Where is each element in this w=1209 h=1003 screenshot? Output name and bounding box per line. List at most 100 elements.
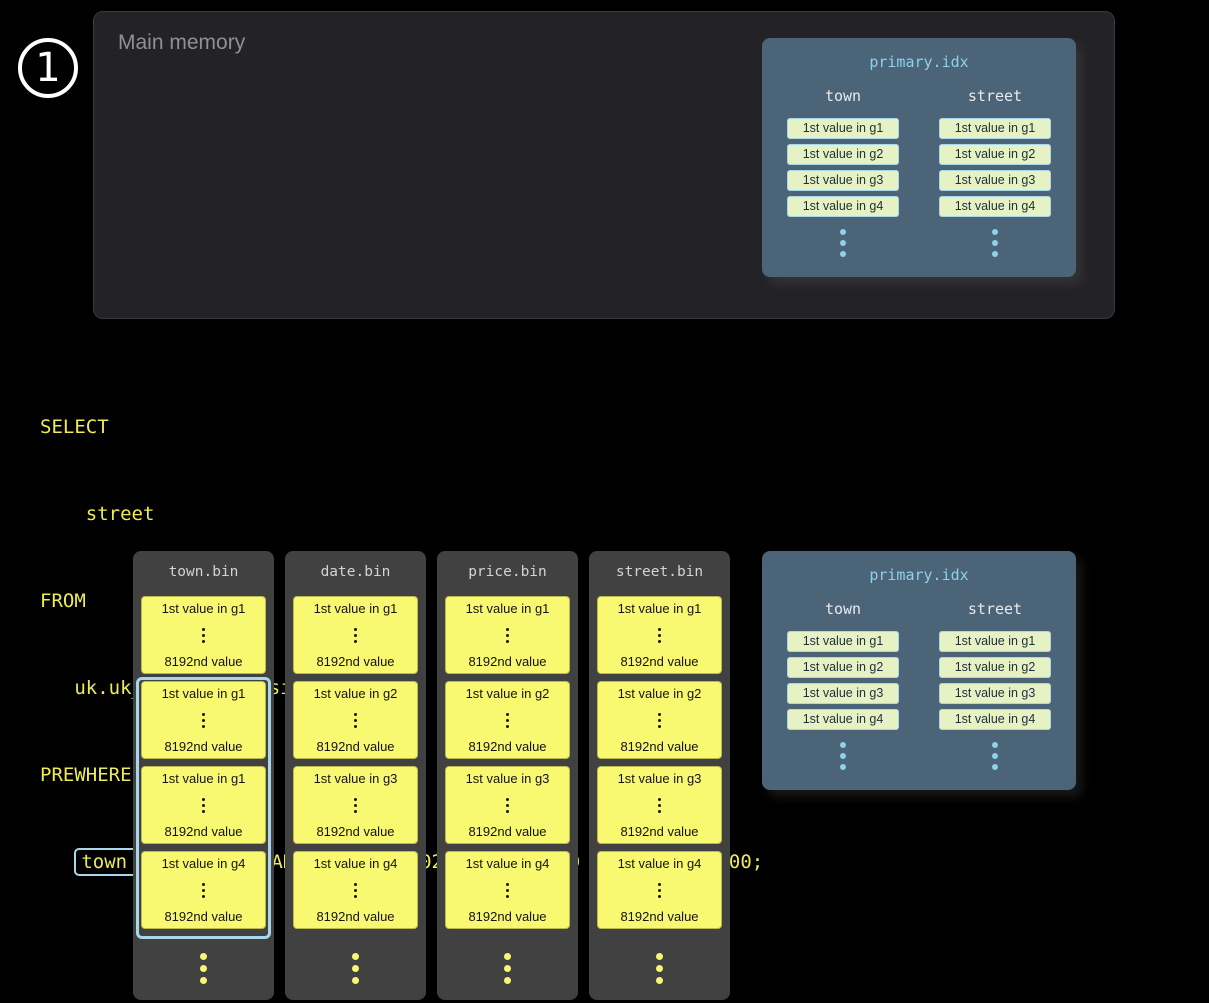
granule-first-value: 1st value in g3 [617, 771, 702, 786]
bin-file-price: price.bin 1st value in g1 8192nd value 1… [437, 551, 578, 1000]
granule-first-value: 1st value in g1 [161, 771, 246, 786]
granule-block: 1st value in g4 8192nd value [141, 851, 266, 929]
granule-block: 1st value in g1 8192nd value [141, 766, 266, 844]
column-name: town [824, 87, 862, 105]
index-entry: 1st value in g1 [787, 631, 899, 652]
primary-idx-title: primary.idx [869, 53, 969, 71]
granule-first-value: 1st value in g1 [617, 601, 702, 616]
granule-last-value: 8192nd value [468, 909, 547, 924]
step-number: 1 [35, 45, 61, 91]
granule-block: 1st value in g2 8192nd value [597, 681, 722, 759]
primary-idx-columns: town 1st value in g1 1st value in g2 1st… [787, 600, 1051, 770]
index-entry: 1st value in g2 [787, 144, 899, 165]
granule-block: 1st value in g2 8192nd value [445, 681, 570, 759]
ellipsis-dots [354, 712, 357, 728]
primary-idx-town-column: town 1st value in g1 1st value in g2 1st… [787, 600, 899, 770]
granule-last-value: 8192nd value [316, 909, 395, 924]
primary-idx-card-bottom: primary.idx town 1st value in g1 1st val… [762, 551, 1076, 790]
index-entry: 1st value in g3 [787, 683, 899, 704]
step-number-badge: 1 [18, 38, 78, 98]
granule-list: 1st value in g1 8192nd value 1st value i… [293, 596, 418, 936]
column-name: town [824, 600, 862, 618]
granule-first-value: 1st value in g3 [313, 771, 398, 786]
granule-list: 1st value in g1 8192nd value 1st value i… [141, 596, 266, 936]
primary-idx-street-column: street 1st value in g1 1st value in g2 1… [939, 600, 1051, 770]
granule-block: 1st value in g1 8192nd value [293, 596, 418, 674]
granule-first-value: 1st value in g2 [617, 686, 702, 701]
main-memory-label: Main memory [118, 31, 246, 54]
granule-last-value: 8192nd value [468, 824, 547, 839]
primary-idx-town-column: town 1st value in g1 1st value in g2 1st… [787, 87, 899, 257]
ellipsis-dots [506, 882, 509, 898]
granule-first-value: 1st value in g4 [465, 856, 550, 871]
sql-line-select: SELECT [40, 416, 109, 438]
granule-block: 1st value in g4 8192nd value [597, 851, 722, 929]
granule-first-value: 1st value in g1 [161, 601, 246, 616]
index-entry: 1st value in g1 [939, 631, 1051, 652]
ellipsis-dots [202, 797, 205, 813]
sql-line-prewhere: PREWHERE [40, 764, 132, 786]
granule-block: 1st value in g3 8192nd value [293, 766, 418, 844]
ellipsis-dots [658, 627, 661, 643]
index-entry: 1st value in g2 [939, 657, 1051, 678]
granule-last-value: 8192nd value [620, 909, 699, 924]
index-entry: 1st value in g4 [939, 196, 1051, 217]
granule-block: 1st value in g1 8192nd value [445, 596, 570, 674]
sql-indent [40, 851, 74, 873]
bin-title: date.bin [320, 564, 391, 580]
granule-last-value: 8192nd value [164, 654, 243, 669]
index-entry: 1st value in g4 [939, 709, 1051, 730]
ellipsis-dots [202, 712, 205, 728]
index-entry: 1st value in g2 [939, 144, 1051, 165]
column-name: street [967, 87, 1023, 105]
granule-block: 1st value in g1 8192nd value [597, 596, 722, 674]
granule-first-value: 1st value in g1 [313, 601, 398, 616]
granule-first-value: 1st value in g4 [161, 856, 246, 871]
index-entry: 1st value in g4 [787, 709, 899, 730]
bin-title: price.bin [468, 564, 547, 580]
granule-block: 1st value in g1 8192nd value [141, 596, 266, 674]
bin-file-town: town.bin 1st value in g1 8192nd value 1s… [133, 551, 274, 1000]
ellipsis-dots [787, 742, 899, 770]
granule-first-value: 1st value in g2 [465, 686, 550, 701]
granule-first-value: 1st value in g1 [465, 601, 550, 616]
ellipsis-dots [437, 953, 578, 984]
granule-list: 1st value in g1 8192nd value 1st value i… [597, 596, 722, 936]
granule-first-value: 1st value in g2 [313, 686, 398, 701]
bin-title: town.bin [168, 564, 239, 580]
bin-file-date: date.bin 1st value in g1 8192nd value 1s… [285, 551, 426, 1000]
index-entry: 1st value in g3 [787, 170, 899, 191]
granule-block: 1st value in g2 8192nd value [293, 681, 418, 759]
primary-idx-card-top: primary.idx town 1st value in g1 1st val… [762, 38, 1076, 277]
granule-list: 1st value in g1 8192nd value 1st value i… [445, 596, 570, 936]
granule-last-value: 8192nd value [620, 654, 699, 669]
ellipsis-dots [658, 712, 661, 728]
granule-last-value: 8192nd value [164, 824, 243, 839]
primary-idx-title: primary.idx [869, 566, 969, 584]
granule-first-value: 1st value in g3 [465, 771, 550, 786]
granule-last-value: 8192nd value [620, 739, 699, 754]
sql-line-street: street [40, 503, 155, 525]
granule-block: 1st value in g3 8192nd value [445, 766, 570, 844]
ellipsis-dots [787, 229, 899, 257]
index-entry: 1st value in g4 [787, 196, 899, 217]
granule-block: 1st value in g4 8192nd value [293, 851, 418, 929]
ellipsis-dots [658, 797, 661, 813]
ellipsis-dots [506, 797, 509, 813]
granule-block: 1st value in g1 8192nd value [141, 681, 266, 759]
granule-last-value: 8192nd value [316, 739, 395, 754]
granule-block: 1st value in g3 8192nd value [597, 766, 722, 844]
index-entry: 1st value in g3 [939, 170, 1051, 191]
ellipsis-dots [939, 742, 1051, 770]
ellipsis-dots [658, 882, 661, 898]
ellipsis-dots [589, 953, 730, 984]
ellipsis-dots [202, 882, 205, 898]
granule-block: 1st value in g4 8192nd value [445, 851, 570, 929]
ellipsis-dots [506, 627, 509, 643]
sql-line-from: FROM [40, 590, 86, 612]
granule-last-value: 8192nd value [468, 739, 547, 754]
bin-file-street: street.bin 1st value in g1 8192nd value … [589, 551, 730, 1000]
granule-last-value: 8192nd value [468, 654, 547, 669]
bin-title: street.bin [615, 564, 704, 580]
granule-first-value: 1st value in g1 [161, 686, 246, 701]
